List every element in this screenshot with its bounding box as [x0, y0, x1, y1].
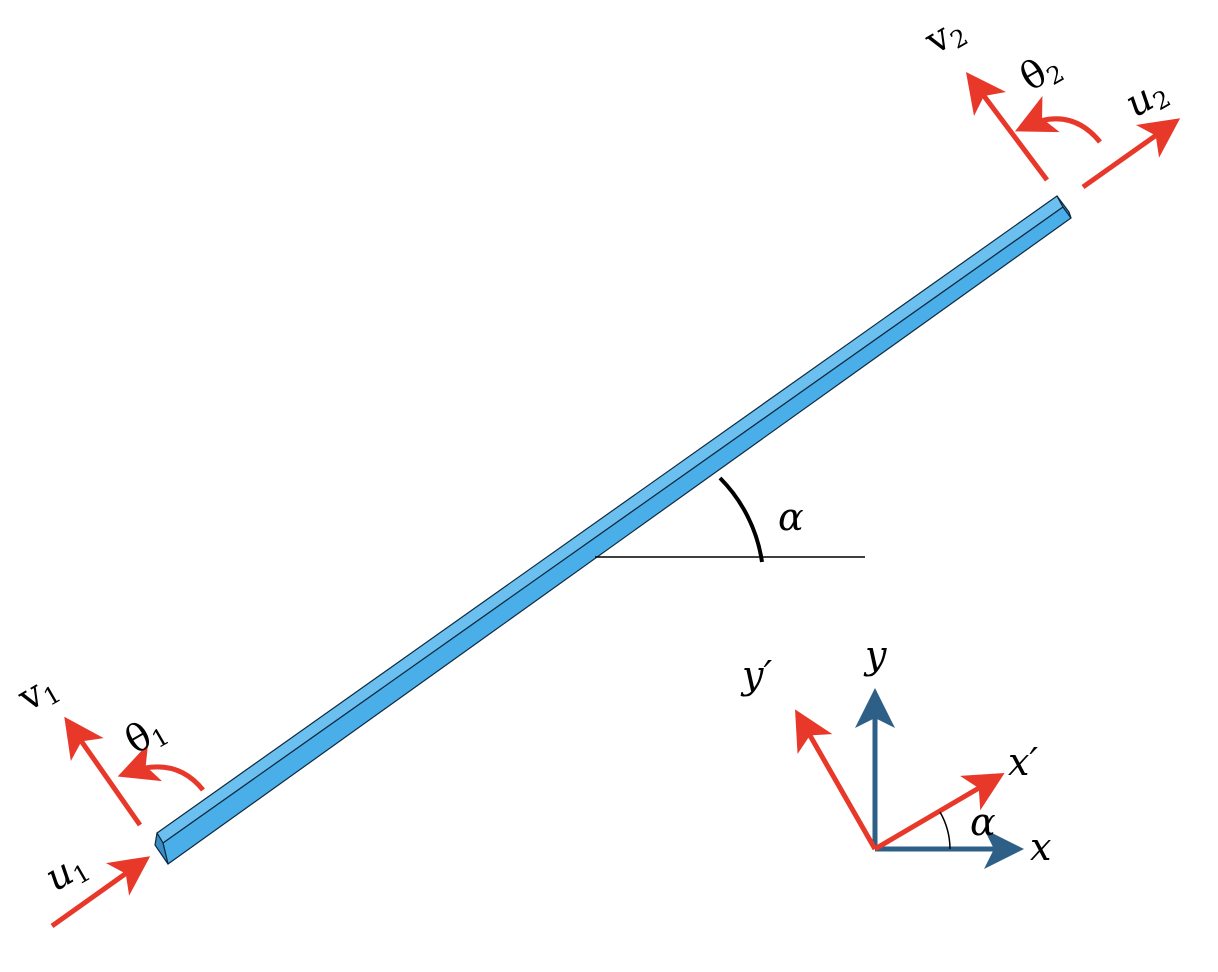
u2-label: u2 [1118, 68, 1176, 129]
y-prime-axis-arrow [795, 709, 878, 851]
alpha-axes-arc [939, 811, 951, 850]
v1-label: v1 [10, 663, 66, 723]
u1-arrow [50, 856, 151, 929]
theta2-arrow [1014, 96, 1102, 144]
theta1-arrow [117, 743, 205, 792]
beam-end-face-right [1056, 195, 1072, 219]
y-axis-label: y [863, 633, 887, 677]
x-axis-label: x [1030, 825, 1051, 869]
node-2-dofs [966, 72, 1181, 190]
alpha-axes-label: α [970, 800, 996, 844]
theta2-label: θ2 [1013, 43, 1070, 103]
alpha-label: α [778, 495, 804, 539]
beam-end-face-left [154, 832, 169, 865]
v2-arrow [966, 72, 1049, 182]
u1-label: u1 [38, 842, 96, 903]
beam [154, 195, 1072, 865]
coordinate-axes [795, 688, 1024, 869]
u2-arrow [1081, 118, 1181, 190]
beam-top-face [156, 195, 1064, 844]
beam-front-face [162, 206, 1072, 865]
v1-arrow [64, 716, 143, 827]
alpha-arc [718, 476, 764, 563]
x-prime-axis-arrow [873, 772, 1005, 852]
y-prime-axis-label: y′ [740, 653, 772, 697]
v2-label: v2 [917, 6, 973, 66]
node-1-dofs [50, 716, 205, 929]
x-prime-axis-label: x′ [1008, 740, 1038, 784]
theta1-label: θ1 [118, 706, 175, 766]
